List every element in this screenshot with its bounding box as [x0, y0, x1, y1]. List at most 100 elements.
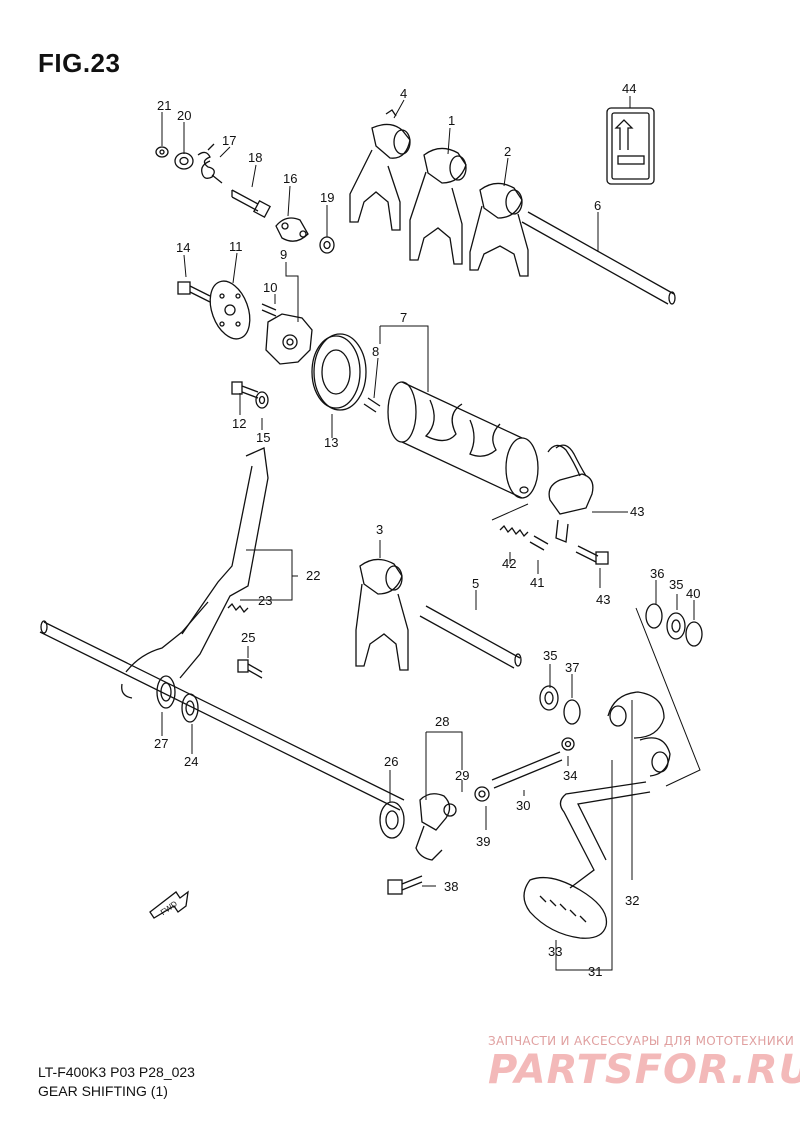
pedal-rubber-33 — [523, 876, 608, 939]
callout-36b: 37 — [565, 660, 579, 675]
callout-41: 41 — [530, 575, 544, 590]
spring-17 — [197, 143, 223, 184]
figure-title: FIG.23 — [38, 48, 121, 78]
shaft-6 — [521, 211, 676, 305]
label-plate-44 — [606, 107, 655, 185]
bolt-14 — [177, 281, 211, 303]
nut-34 — [561, 737, 575, 751]
washer-35b — [539, 685, 559, 711]
callout-4: 4 — [400, 86, 407, 101]
callout-32: 32 — [625, 893, 639, 908]
callout-33: 33 — [548, 944, 562, 959]
callout-3: 3 — [376, 522, 383, 537]
shaft-5 — [419, 605, 522, 669]
callout-13: 13 — [324, 435, 338, 450]
callout-43: 43 — [596, 592, 610, 607]
callout-29: 29 — [455, 768, 469, 783]
callout-26: 26 — [384, 754, 398, 769]
bolt-37 — [387, 875, 423, 895]
washer-20 — [174, 152, 194, 170]
callout-30: 30 — [516, 798, 530, 813]
diagram-caption: GEAR SHIFTING (1) — [38, 1083, 168, 1099]
callout-37: 38 — [444, 879, 458, 894]
shift-cam-drum-7 — [387, 381, 539, 499]
callout-27: 27 — [154, 736, 168, 751]
cam-gear-9 — [265, 313, 313, 365]
callout-11: 11 — [229, 239, 243, 254]
callout-39: 40 — [686, 586, 700, 601]
pin-8 — [363, 397, 381, 413]
callout-2: 2 — [504, 144, 511, 159]
shift-fork-3 — [355, 558, 409, 671]
fwd-arrow-icon — [149, 890, 189, 919]
bearing-13 — [311, 333, 367, 411]
sensor-40 — [547, 444, 594, 543]
cam-plate-11 — [209, 280, 251, 340]
joint-28 — [415, 793, 457, 861]
washer-36 — [645, 603, 663, 629]
circlip-39 — [685, 621, 703, 647]
washer-15 — [255, 391, 269, 409]
bolt-18 — [231, 189, 271, 218]
washer-21 — [155, 146, 169, 158]
callout-21: 21 — [157, 98, 171, 113]
callout-10: 10 — [263, 280, 277, 295]
spring-23 — [227, 602, 249, 614]
callout-5: 5 — [472, 576, 479, 591]
callout-42: 42 — [502, 556, 516, 571]
callout-8: 8 — [372, 344, 379, 359]
callout-15: 15 — [256, 430, 270, 445]
nut-38 — [474, 786, 490, 802]
callout-34: 34 — [563, 768, 577, 783]
callout-19: 19 — [320, 190, 334, 205]
callout-17: 17 — [222, 133, 236, 148]
callout-24: 24 — [184, 754, 198, 769]
gearshift-shaft — [39, 620, 405, 811]
callout-20: 20 — [177, 108, 191, 123]
callout-14: 14 — [176, 240, 190, 255]
rod-30 — [491, 751, 563, 789]
callout-31: 31 — [588, 964, 602, 979]
spring-42 — [499, 524, 529, 538]
callout-7: 7 — [400, 310, 407, 325]
shift-fork-1 — [409, 147, 467, 265]
callout-25: 25 — [241, 630, 255, 645]
oil-seal-27 — [156, 675, 176, 709]
shift-arm-22 — [121, 447, 269, 699]
pin-41 — [529, 535, 549, 551]
circlip-36b — [563, 699, 581, 725]
callout-16: 16 — [283, 171, 297, 186]
bolt-12 — [231, 381, 259, 399]
bolt-25 — [237, 659, 263, 679]
washer-19 — [319, 236, 335, 254]
watermark-tagline: ЗАПЧАСТИ И АКСЕССУАРЫ ДЛЯ МОТОТЕХНИКИ — [488, 1034, 795, 1048]
callout-36: 36 — [650, 566, 664, 581]
callout-12: 12 — [232, 416, 246, 431]
watermark-logo: PARTSFOR.RU — [488, 1047, 800, 1093]
callout-numbers: 21 20 17 18 16 19 4 1 2 6 44 14 11 9 10 … — [154, 81, 700, 979]
callout-44: 44 — [622, 81, 636, 96]
callout-18: 18 — [248, 150, 262, 165]
oil-seal-26 — [379, 801, 405, 839]
model-code: LT-F400K3 P03 P28_023 — [38, 1064, 195, 1080]
shift-fork-2 — [469, 182, 529, 277]
callout-6: 6 — [594, 198, 601, 213]
callout-22: 22 — [306, 568, 320, 583]
leader-lines — [161, 96, 701, 971]
callout-28: 28 — [435, 714, 449, 729]
callout-35b: 35 — [543, 648, 557, 663]
callout-9: 9 — [280, 247, 287, 262]
stopper-16 — [275, 217, 309, 242]
gearshift-pedal-31 — [559, 691, 671, 889]
washer-35 — [666, 612, 686, 640]
callout-1: 1 — [448, 113, 455, 128]
callout-35: 35 — [669, 577, 683, 592]
callout-38: 39 — [476, 834, 490, 849]
bolt-43 — [575, 545, 609, 565]
callout-23: 23 — [258, 593, 272, 608]
shift-fork-4 — [349, 109, 411, 231]
callout-40: 43 — [630, 504, 644, 519]
pin-10 — [261, 303, 277, 317]
